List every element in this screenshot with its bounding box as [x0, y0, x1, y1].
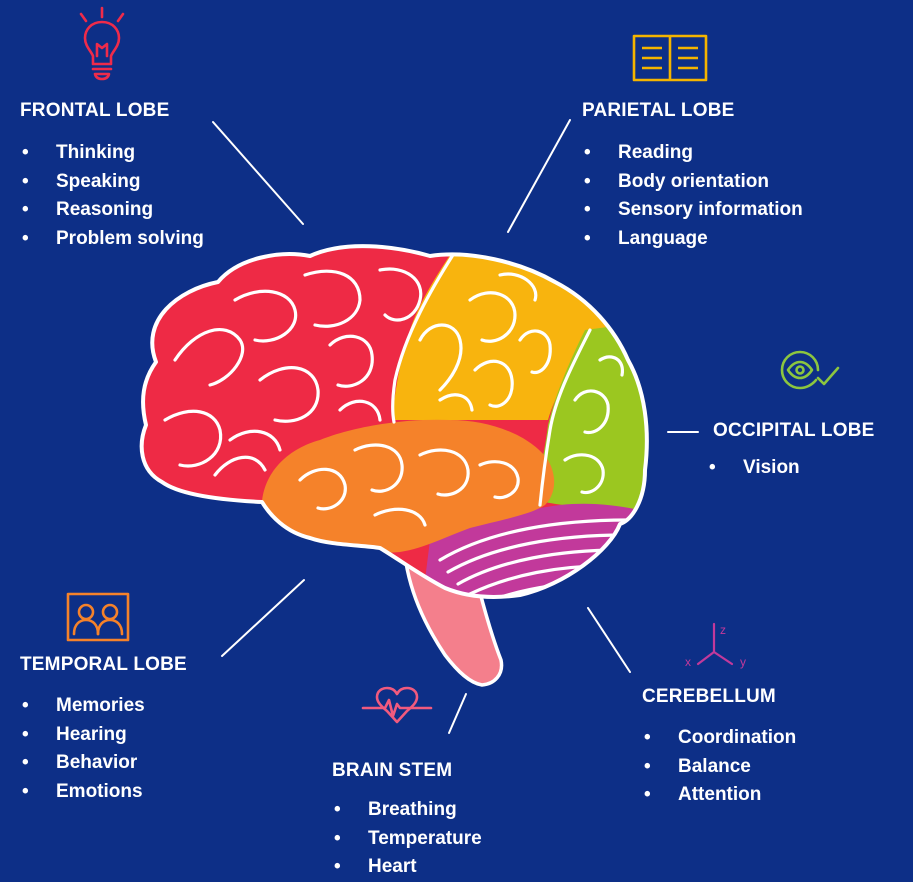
frontal-lobe-panel: FRONTAL LOBE Thinking Speaking Reasoning…: [20, 100, 204, 253]
list-item: Behavior: [20, 749, 187, 778]
list-item: Body orientation: [582, 168, 803, 197]
list-item: Hearing: [20, 721, 187, 750]
list-item: Thinking: [20, 139, 204, 168]
list-item: Coordination: [642, 724, 796, 753]
list-item: Problem solving: [20, 225, 204, 254]
brain-outline: [139, 244, 649, 599]
occipital-lobe-shape: [535, 320, 647, 515]
occipital-lobe-title: OCCIPITAL LOBE: [713, 420, 875, 441]
lightbulb-icon: [79, 6, 125, 81]
parietal-lobe-title: PARIETAL LOBE: [582, 100, 735, 121]
cerebellum-title: CEREBELLUM: [642, 686, 776, 707]
parietal-lobe-panel: PARIETAL LOBE Reading Body orientation S…: [582, 100, 803, 253]
list-item: Heart: [332, 853, 482, 882]
people-frame-icon: [66, 592, 130, 642]
list-item: Memories: [20, 692, 187, 721]
list-item: Emotions: [20, 778, 187, 807]
list-item: Sensory information: [582, 196, 803, 225]
svg-text:z: z: [720, 623, 726, 637]
temporal-lobe-shape: [262, 419, 555, 553]
list-item: Breathing: [332, 796, 482, 825]
xyz-axes-icon: z x y: [685, 622, 746, 669]
cerebellum-panel: CEREBELLUM Coordination Balance Attentio…: [642, 686, 796, 810]
parietal-lobe-list: Reading Body orientation Sensory informa…: [582, 139, 803, 253]
brain-stem-title: BRAIN STEM: [332, 760, 453, 781]
occipital-lobe-panel: OCCIPITAL LOBE Vision: [709, 420, 875, 483]
temporal-lobe-title: TEMPORAL LOBE: [20, 654, 187, 675]
list-item: Reading: [582, 139, 803, 168]
brainstem-connector: [448, 693, 467, 734]
eye-check-icon: [780, 350, 840, 390]
heartbeat-icon: [361, 686, 433, 724]
frontal-connector: [212, 121, 304, 225]
frontal-lobe-list: Thinking Speaking Reasoning Problem solv…: [20, 139, 204, 253]
temporal-lobe-list: Memories Hearing Behavior Emotions: [20, 692, 187, 806]
frontal-lobe-title: FRONTAL LOBE: [20, 100, 170, 121]
list-item: Reasoning: [20, 196, 204, 225]
open-book-icon: [632, 34, 708, 82]
brain-stem-panel: BRAIN STEM Breathing Temperature Heart: [332, 760, 482, 882]
temporal-connector: [221, 579, 305, 657]
parietal-connector: [507, 119, 571, 233]
cerebellum-connector: [587, 607, 631, 673]
svg-text:x: x: [685, 655, 691, 669]
list-item: Language: [582, 225, 803, 254]
list-item: Balance: [642, 753, 796, 782]
cerebellum-list: Coordination Balance Attention: [642, 724, 796, 810]
svg-text:y: y: [740, 655, 746, 669]
list-item: Vision: [707, 454, 875, 483]
temporal-lobe-panel: TEMPORAL LOBE Memories Hearing Behavior …: [20, 654, 187, 806]
brain-stem-list: Breathing Temperature Heart: [332, 796, 482, 882]
occipital-lobe-list: Vision: [707, 454, 875, 483]
list-item: Temperature: [332, 825, 482, 854]
list-item: Attention: [642, 781, 796, 810]
list-item: Speaking: [20, 168, 204, 197]
